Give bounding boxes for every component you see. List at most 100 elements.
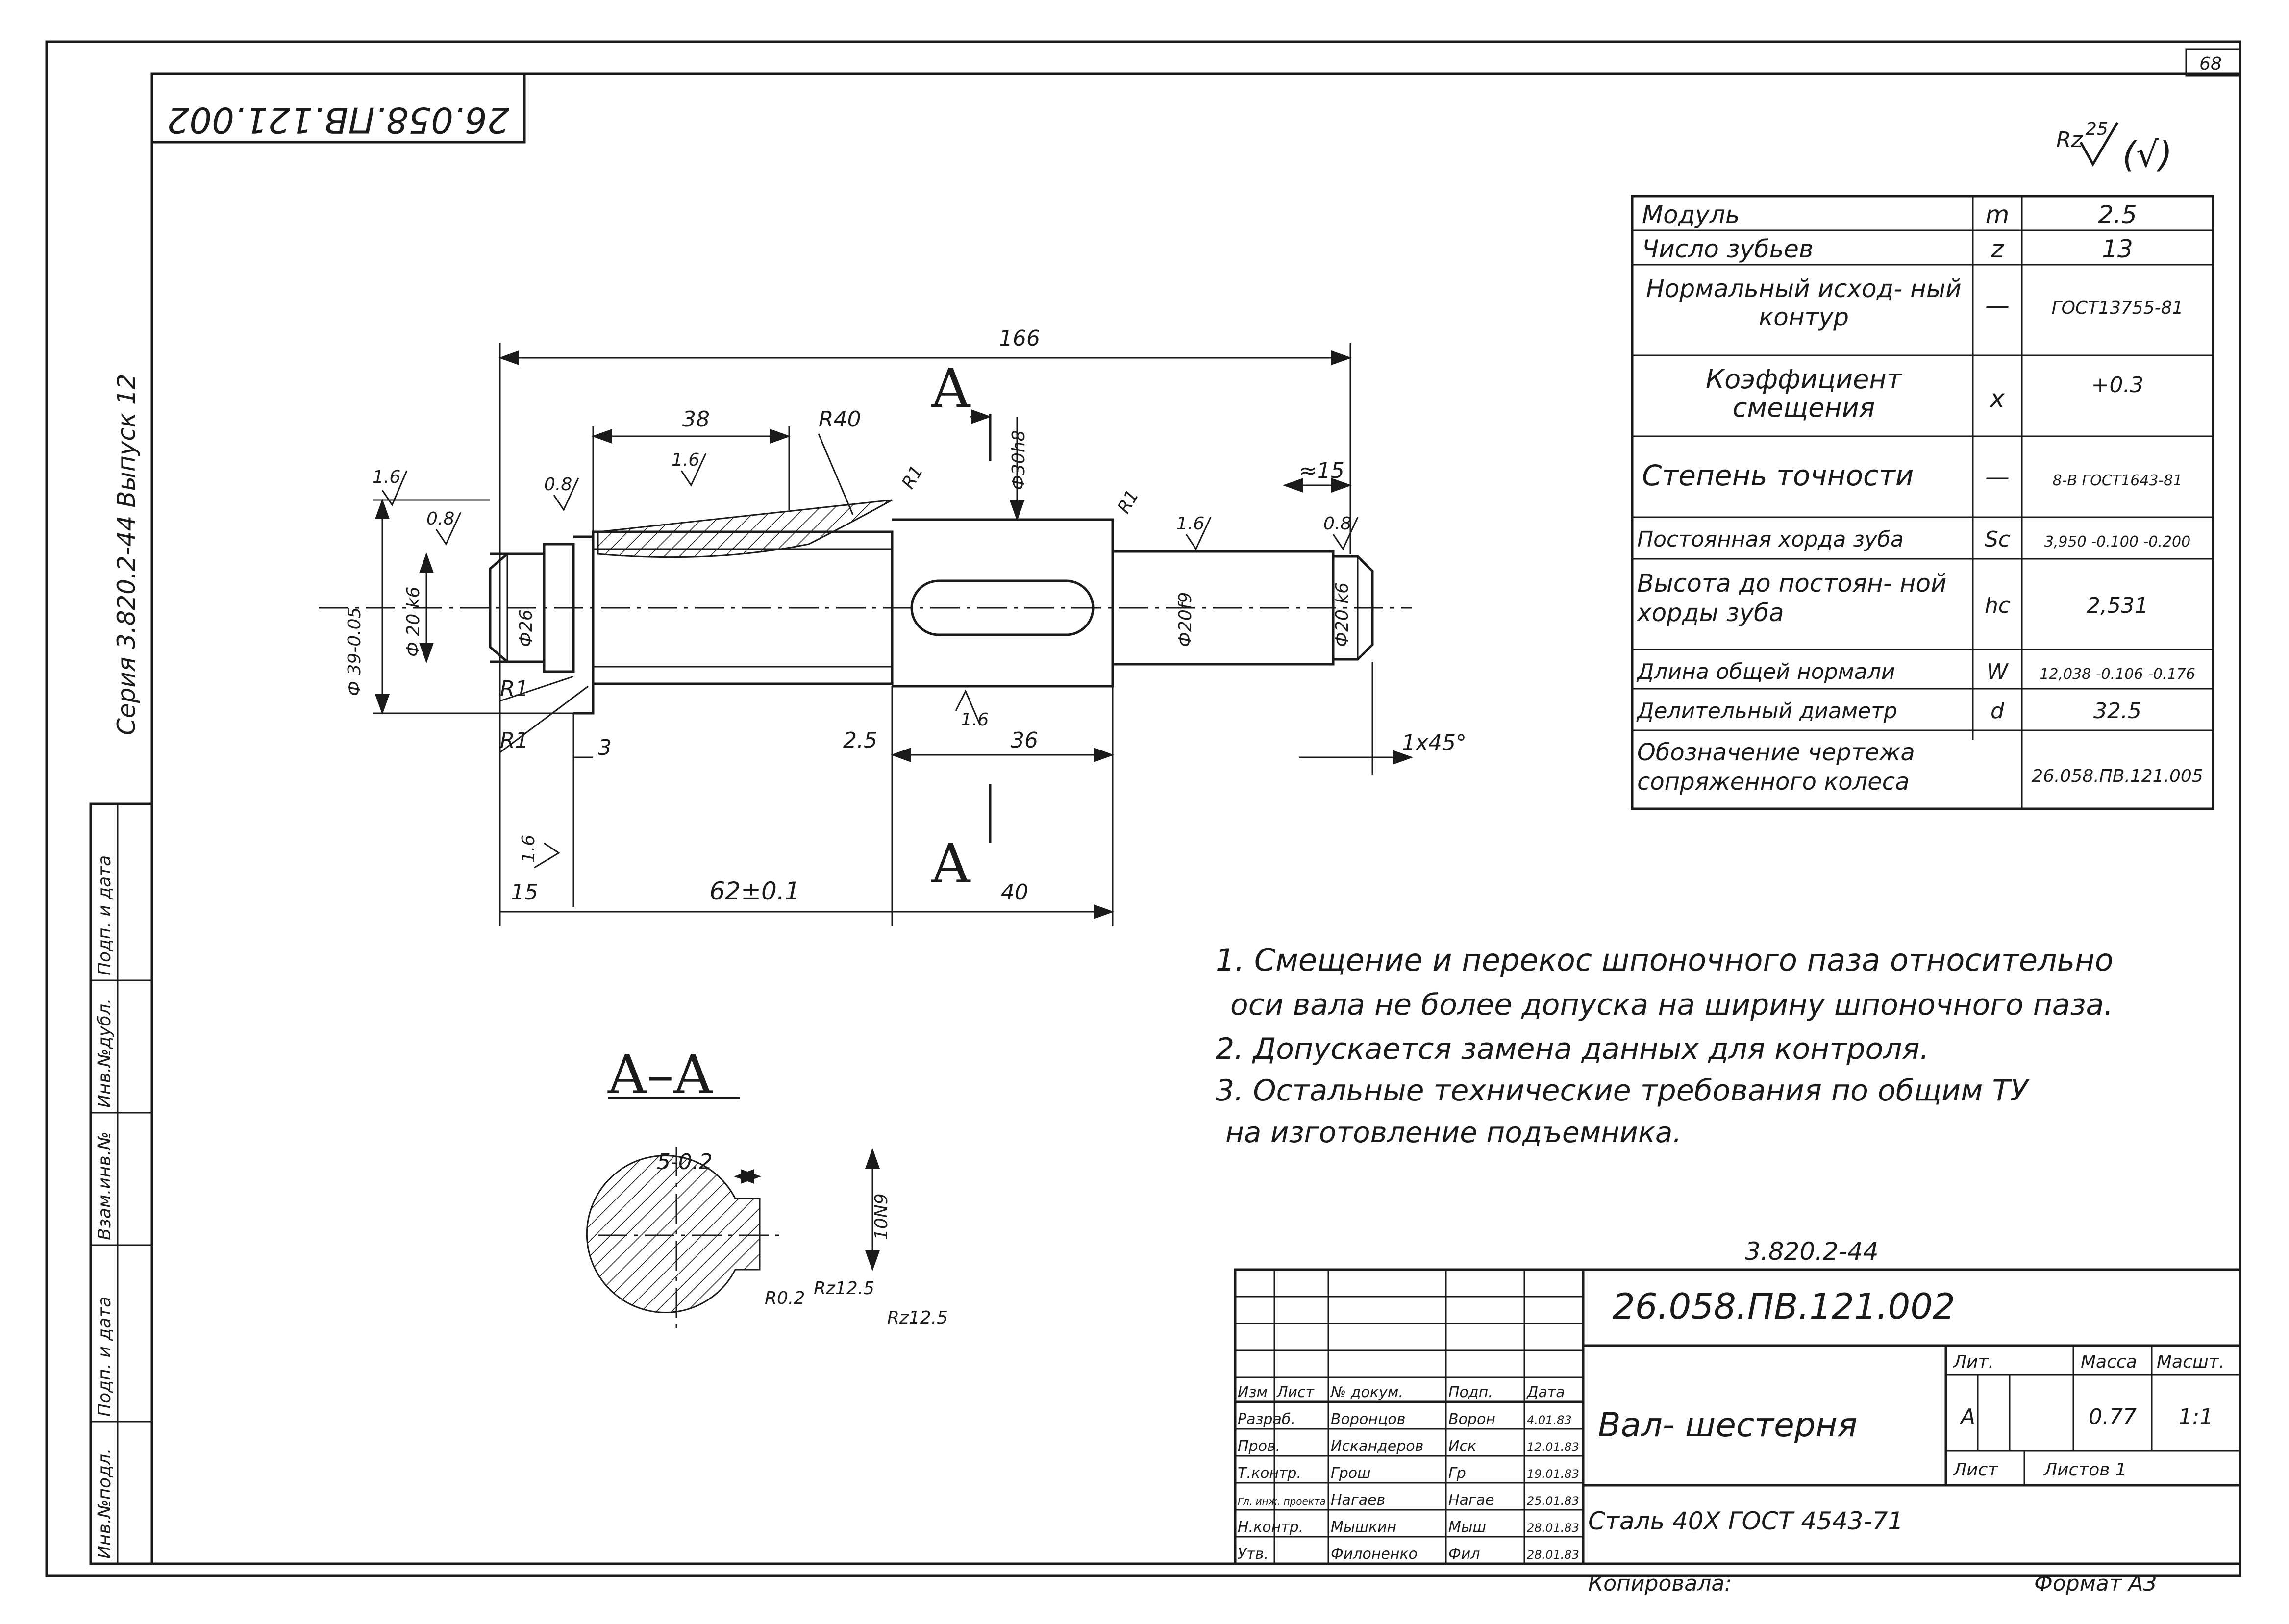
rough-0-8-a: 0.8 — [544, 475, 572, 495]
note-2: 2. Допускается замена данных для контрол… — [1216, 1032, 1929, 1066]
sheets-label: Листов 1 — [2043, 1460, 2127, 1480]
row-2-sign: Иск — [1448, 1438, 1476, 1455]
param-value-teeth: 13 — [2102, 235, 2133, 263]
row-6-sign: Фил — [1448, 1546, 1480, 1563]
row-3-role: Т.контр. — [1238, 1465, 1301, 1482]
mass-label: Масса — [2081, 1352, 2137, 1372]
section-depth: 10N9 — [871, 1193, 892, 1240]
dim-3: 3 — [598, 735, 612, 760]
section-mark-top: A — [931, 357, 971, 420]
rough-0-8-b: 0.8 — [426, 509, 454, 529]
dim-d20k6-b: Ф20 k6 — [1332, 582, 1352, 647]
param-sym-module: m — [1986, 200, 2010, 229]
row-1-sign: Ворон — [1448, 1411, 1495, 1428]
title-material: Сталь 40Х ГОСТ 4543-71 — [1588, 1507, 1903, 1535]
dim-d20f9: Ф20f9 — [1175, 592, 1195, 647]
param-sym-normal: W — [1987, 659, 2009, 684]
row-2-name: Искандеров — [1331, 1438, 1423, 1455]
param-label-height: Высота до постоян- ной хорды зуба — [1637, 569, 1947, 627]
scale-label: Масшт. — [2157, 1352, 2224, 1372]
param-value-accuracy: 8-B ГОСТ1643-81 — [2053, 472, 2183, 489]
dim-r1-b: R1 — [1114, 486, 1143, 517]
page-number: 68 — [2199, 54, 2222, 74]
stamp-replacement-inv: Взам.инв.№ — [95, 1131, 115, 1240]
section-mark-bottom: A — [931, 832, 971, 895]
title-doc-ref: 3.820.2-44 — [1745, 1237, 1879, 1266]
row-1-name: Воронцов — [1331, 1411, 1405, 1428]
param-value-chord: 3,950 -0.100 -0.200 — [2044, 533, 2190, 550]
param-sym-teeth: z — [1990, 235, 2005, 263]
dim-d39: Ф 39-0.05 — [345, 607, 365, 696]
corner-code: 26.058.ПВ.121.002 — [167, 100, 510, 141]
row-1-date: 4.01.83 — [1527, 1413, 1572, 1427]
format-label: Формат А3 — [2034, 1571, 2157, 1596]
stamp-sign-date-1: Подп. и дата — [95, 1297, 115, 1417]
col-doc: № докум. — [1330, 1384, 1403, 1401]
param-sym-chord: Sc — [1985, 527, 2010, 552]
row-4-sign: Нагае — [1448, 1492, 1494, 1509]
param-value-normal: 12,038 -0.106 -0.176 — [2040, 666, 2195, 683]
sheet-label: Лист — [1952, 1460, 1998, 1480]
col-list: Лист — [1276, 1384, 1315, 1401]
rough-1-6-b: 1.6 — [672, 450, 699, 470]
dimensions: 166 38 R40 A A Ф30h8 R1 R1 ≈15 1.6 0.8 0… — [345, 326, 1467, 926]
dim-36: 36 — [1011, 728, 1038, 753]
row-1-role: Разраб. — [1238, 1411, 1295, 1428]
param-sym-shift: x — [1989, 384, 2005, 413]
stamp-sign-date-2: Подп. и дата — [95, 855, 115, 975]
dim-r40: R40 — [819, 407, 861, 432]
corner-code-box — [150, 72, 526, 144]
rough-1-6-c: 1.6 — [1176, 514, 1204, 534]
row-3-sign: Гр — [1448, 1465, 1466, 1482]
section-rz-a: Rz12.5 — [814, 1278, 874, 1299]
param-sym-height: hc — [1985, 593, 2010, 618]
roughness-param: Rz — [2056, 127, 2083, 152]
dim-r1-c: R1 — [500, 676, 529, 701]
roughness-value: 25 — [2086, 119, 2108, 139]
section-a-a: A–A 5-0.2 10N9 R0.2 Rz12.5 Rz12.5 — [586, 1043, 948, 1328]
dim-d30: Ф30h8 — [1009, 430, 1029, 490]
rough-0-8-c: 0.8 — [1323, 514, 1351, 534]
param-label-shift-wrap: Коэффициент смещения — [1706, 365, 1902, 422]
general-roughness-mark: Rz 25 (√) — [2056, 119, 2172, 175]
row-2-role: Пров. — [1238, 1438, 1280, 1455]
lit-label: Лит. — [1952, 1352, 1994, 1372]
note-3: 3. Остальные технические требования по о… — [1216, 1074, 2030, 1108]
page-number-box — [2185, 48, 2241, 77]
param-label-chord: Постоянная хорда зуба — [1637, 527, 1904, 552]
note-3-cont: на изготовление подъемника. — [1225, 1116, 1682, 1149]
param-label-teeth: Число зубьев — [1642, 235, 1813, 263]
dim-2-5: 2.5 — [843, 728, 877, 753]
dim-total-length: 166 — [999, 326, 1040, 351]
roughness-paren: (√) — [2122, 134, 2172, 175]
section-rz-b: Rz12.5 — [887, 1308, 948, 1328]
param-value-height: 2,531 — [2087, 593, 2148, 618]
param-label-mating: Обозначение чертежа сопряженного колеса — [1637, 739, 1915, 796]
stamp-inv-duplicate: Инв.№дубл. — [95, 999, 115, 1108]
row-5-name: Мышкин — [1331, 1519, 1396, 1536]
dim-length-38: 38 — [682, 407, 710, 432]
lit-value: А — [1959, 1404, 1975, 1429]
row-6-role: Утв. — [1238, 1546, 1269, 1563]
row-3-date: 19.01.83 — [1527, 1467, 1579, 1481]
col-izm: Изм — [1238, 1384, 1268, 1401]
dim-approx-15: ≈15 — [1299, 458, 1344, 483]
technical-notes: 1. Смещение и перекос шпоночного паза от… — [1216, 942, 2114, 1149]
param-label-profile-wrap: Нормальный исход- ный контур — [1646, 275, 1962, 331]
param-label-pitch: Делительный диаметр — [1636, 699, 1897, 724]
dim-62: 62±0.1 — [709, 877, 800, 905]
row-5-role: Н.контр. — [1238, 1519, 1303, 1536]
section-title: A–A — [607, 1043, 713, 1106]
param-label-mating-wrap: Обозначение чертежа сопряженного колеса — [1637, 739, 1915, 796]
dim-chamfer: 1x45° — [1402, 730, 1467, 755]
row-5-sign: Мыш — [1448, 1519, 1486, 1536]
dim-d20k6: Ф 20 k6 — [403, 587, 423, 657]
dim-40: 40 — [1001, 880, 1028, 905]
param-value-module: 2.5 — [2098, 200, 2137, 229]
param-value-mating: 26.058.ПВ.121.005 — [2032, 766, 2203, 786]
note-1: 1. Смещение и перекос шпоночного паза от… — [1216, 942, 2114, 978]
col-date: Дата — [1526, 1384, 1565, 1401]
title-name: Вал- шестерня — [1598, 1406, 1857, 1445]
param-value-profile: ГОСТ13755-81 — [2052, 298, 2184, 318]
row-3-name: Грош — [1331, 1465, 1371, 1482]
